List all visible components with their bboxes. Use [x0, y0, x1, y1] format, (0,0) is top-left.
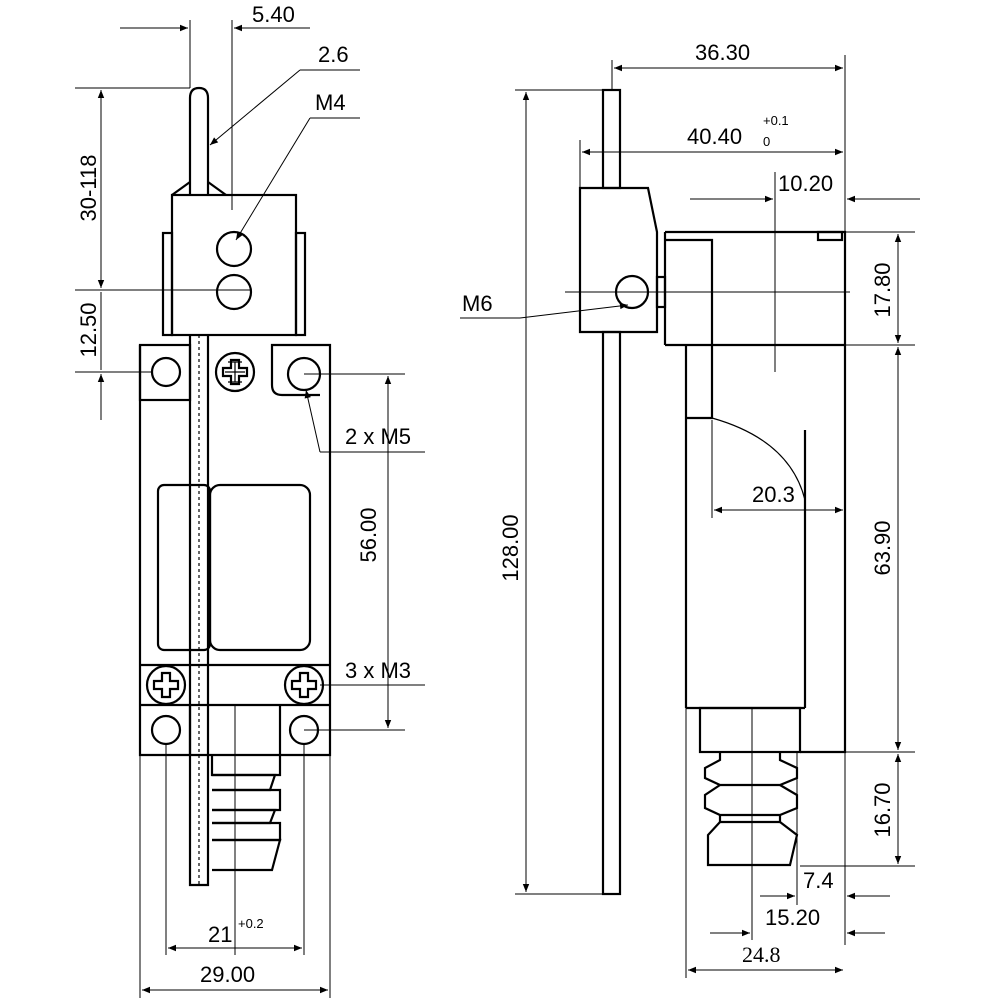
side-view: 36.30 40.40 +0.1 0 10.20 17.80 M6: [460, 40, 920, 978]
dim-36-30: 36.30: [611, 40, 846, 232]
front-bellows: [210, 755, 282, 872]
label-10-20: 10.20: [778, 171, 833, 196]
label-20-3: 20.3: [752, 482, 795, 507]
front-view: 5.40 2.6 M4 30-118 12.50 2 x M5: [75, 2, 425, 998]
screw-right: [283, 664, 325, 706]
dim-128-00: 128.00: [498, 89, 603, 895]
label-2-6: 2.6: [318, 42, 349, 67]
label-21-tol: +0.2: [238, 916, 264, 931]
label-m4: M4: [315, 90, 346, 115]
label-40-40: 40.40: [687, 124, 742, 149]
label-128-00: 128.00: [498, 514, 523, 581]
label-15-20: 15.20: [765, 905, 820, 930]
dim-15-20: 15.20: [710, 708, 885, 945]
dim-5-40: 5.40: [120, 2, 310, 210]
label-7-4: 7.4: [803, 868, 834, 893]
screw-top: [214, 351, 256, 393]
dim-20-3: 20.3: [711, 420, 843, 518]
dim-24-8: 24.8: [685, 708, 843, 978]
label-21: 21: [208, 922, 232, 947]
dim-21: 21 +0.2: [165, 745, 305, 955]
dim-12-50: 12.50: [75, 292, 152, 420]
label-63-90: 63.90: [870, 520, 895, 575]
dim-7-4: 7.4: [760, 752, 890, 905]
label-36-30: 36.30: [695, 40, 750, 65]
label-m6: M6: [462, 291, 493, 316]
callout-m4: M4: [235, 90, 360, 241]
dim-63-90: 63.90: [845, 347, 915, 753]
label-24-8: 24.8: [742, 942, 781, 967]
label-3xm3: 3 x M3: [345, 658, 411, 683]
callout-m6: M6: [460, 291, 850, 319]
front-rod: [188, 86, 210, 887]
label-40-40-tol-upper: +0.1: [763, 113, 789, 128]
label-16-70: 16.70: [870, 782, 895, 837]
callout-2xm5: 2 x M5: [304, 389, 425, 453]
label-40-40-tol-lower: 0: [763, 134, 770, 149]
label-30-118: 30-118: [76, 155, 101, 222]
front-head: [161, 181, 307, 337]
dim-30-118: 30-118: [75, 87, 252, 291]
label-17-80: 17.80: [870, 262, 895, 317]
label-12-50: 12.50: [76, 302, 101, 357]
label-5-40: 5.40: [252, 2, 295, 27]
label-29-00: 29.00: [200, 962, 255, 987]
screw-left: [145, 664, 187, 706]
dim-29-00: 29.00: [139, 755, 331, 998]
dim-2-6: 2.6: [209, 42, 360, 146]
label-56-00: 56.00: [356, 507, 381, 562]
side-head: [578, 186, 667, 334]
side-body: [663, 230, 847, 754]
side-rod: [601, 88, 622, 896]
side-bellows: [698, 706, 802, 867]
dim-40-40: 40.40 +0.1 0: [579, 113, 843, 188]
label-2xm5: 2 x M5: [345, 424, 411, 449]
dim-56-00: 56.00: [304, 373, 405, 731]
dim-17-80: 17.80: [845, 231, 915, 346]
callout-3xm3: 3 x M3: [320, 658, 425, 686]
dim-10-20: 10.20: [690, 171, 920, 372]
dim-16-70: 16.70: [800, 754, 915, 867]
front-body: [138, 343, 332, 757]
